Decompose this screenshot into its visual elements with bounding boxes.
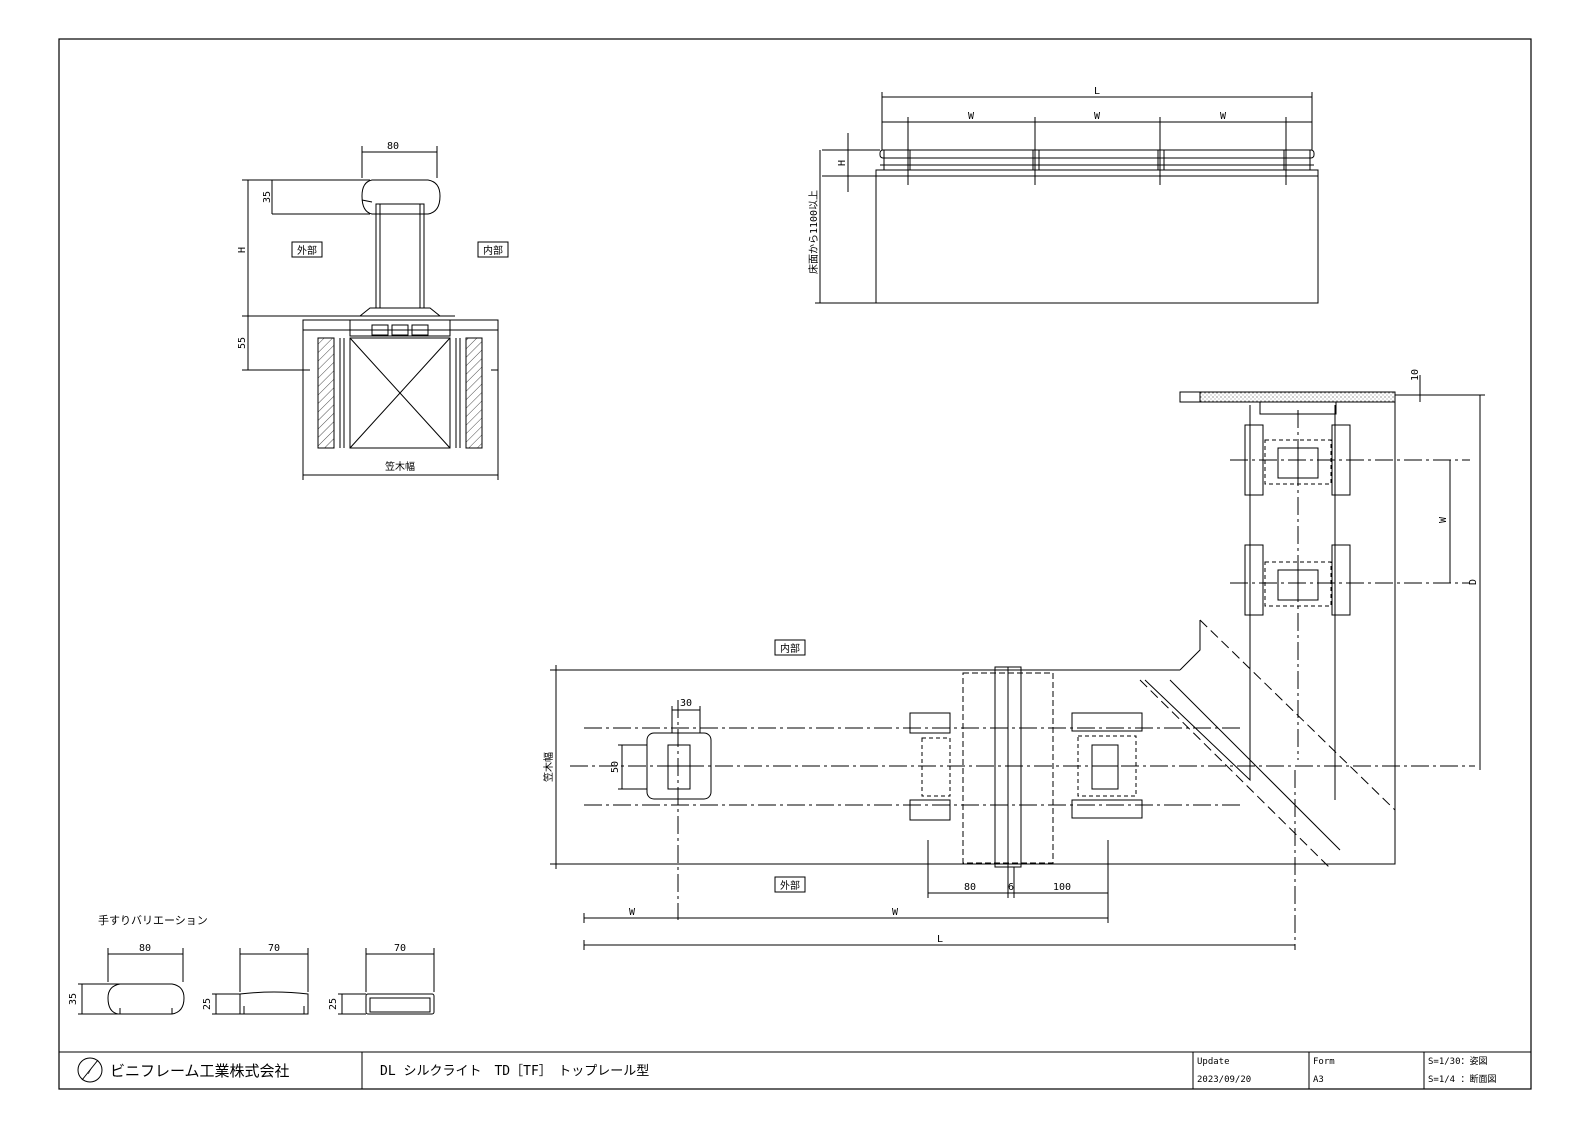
section-dim-55: 55 xyxy=(237,337,248,349)
elevation-dim-w3: W xyxy=(1220,111,1227,122)
plan-dim-50: 50 xyxy=(610,761,621,773)
variation-labels: 手すりバリエーション 80 35 70 25 70 25 xyxy=(68,913,406,1010)
logo-mark-text: ⁄ xyxy=(87,1066,93,1077)
sheet-border xyxy=(58,38,1532,1090)
v3-width: 70 xyxy=(394,943,406,954)
scale-2: S=1/4 ：断面図 xyxy=(1428,1073,1497,1085)
plan-view xyxy=(550,375,1485,950)
handrail-variations xyxy=(78,948,435,1015)
section-dim-80: 80 xyxy=(387,141,399,152)
section-label-kasagi: 笠木幅 xyxy=(385,460,415,473)
section-dim-h: H xyxy=(237,247,248,253)
product-name: DL シルクライト TD［TF］ トップレール型 xyxy=(380,1064,649,1079)
elevation-view xyxy=(815,92,1319,304)
form-value: A3 xyxy=(1313,1075,1324,1085)
elevation-dim-l: L xyxy=(1094,86,1100,97)
elevation-dim-h: H xyxy=(837,160,848,166)
elevation-dim-w1: W xyxy=(968,111,975,122)
v1-height: 35 xyxy=(68,993,79,1005)
section-labels: 80 35 H 55 外部 内部 笠木幅 xyxy=(237,141,503,473)
section-dim-35: 35 xyxy=(262,191,273,203)
plan-dim-w-left: W xyxy=(629,907,636,918)
section-label-inside: 内部 xyxy=(483,244,503,257)
plan-dim-d: D xyxy=(1468,579,1479,585)
variations-title: 手すりバリエーション xyxy=(98,913,208,927)
plan-label-outside: 外部 xyxy=(780,879,800,892)
plan-dim-l: L xyxy=(937,934,943,945)
plan-dim-30: 30 xyxy=(680,698,692,709)
plan-label-inside: 内部 xyxy=(780,642,800,655)
form-label: Form xyxy=(1313,1057,1335,1067)
plan-dim-6: 6 xyxy=(1008,882,1014,893)
section-label-outside: 外部 xyxy=(297,244,317,257)
company-logo-icon xyxy=(77,1057,103,1083)
title-block-text: ⁄ ビニフレーム工業株式会社 DL シルクライト TD［TF］ トップレール型 … xyxy=(87,1055,1497,1085)
plan-label-kasagi: 笠木幅 xyxy=(542,752,555,782)
plan-labels: 内部 外部 笠木幅 30 50 80 6 100 W W L 10 W D xyxy=(542,369,1479,945)
title-block xyxy=(59,1051,1531,1089)
elevation-dim-floor: 床面から1100以上 xyxy=(807,190,820,274)
scale-1: S=1/30：姿図 xyxy=(1428,1055,1488,1067)
plan-dim-10: 10 xyxy=(1410,369,1421,381)
v3-height: 25 xyxy=(328,998,339,1010)
plan-dim-80: 80 xyxy=(964,882,976,893)
plan-dim-w-mid: W xyxy=(892,907,899,918)
plan-dim-100: 100 xyxy=(1053,882,1071,893)
v2-width: 70 xyxy=(268,943,280,954)
v1-width: 80 xyxy=(139,943,151,954)
update-label: Update xyxy=(1197,1057,1230,1067)
plan-dim-w-right: W xyxy=(1438,516,1449,523)
elevation-labels: L W W W H 床面から1100以上 xyxy=(807,86,1227,274)
update-value: 2023/09/20 xyxy=(1197,1075,1251,1085)
section-view xyxy=(242,146,509,480)
company-name: ビニフレーム工業株式会社 xyxy=(110,1062,290,1080)
elevation-dim-w2: W xyxy=(1094,111,1101,122)
v2-height: 25 xyxy=(202,998,213,1010)
